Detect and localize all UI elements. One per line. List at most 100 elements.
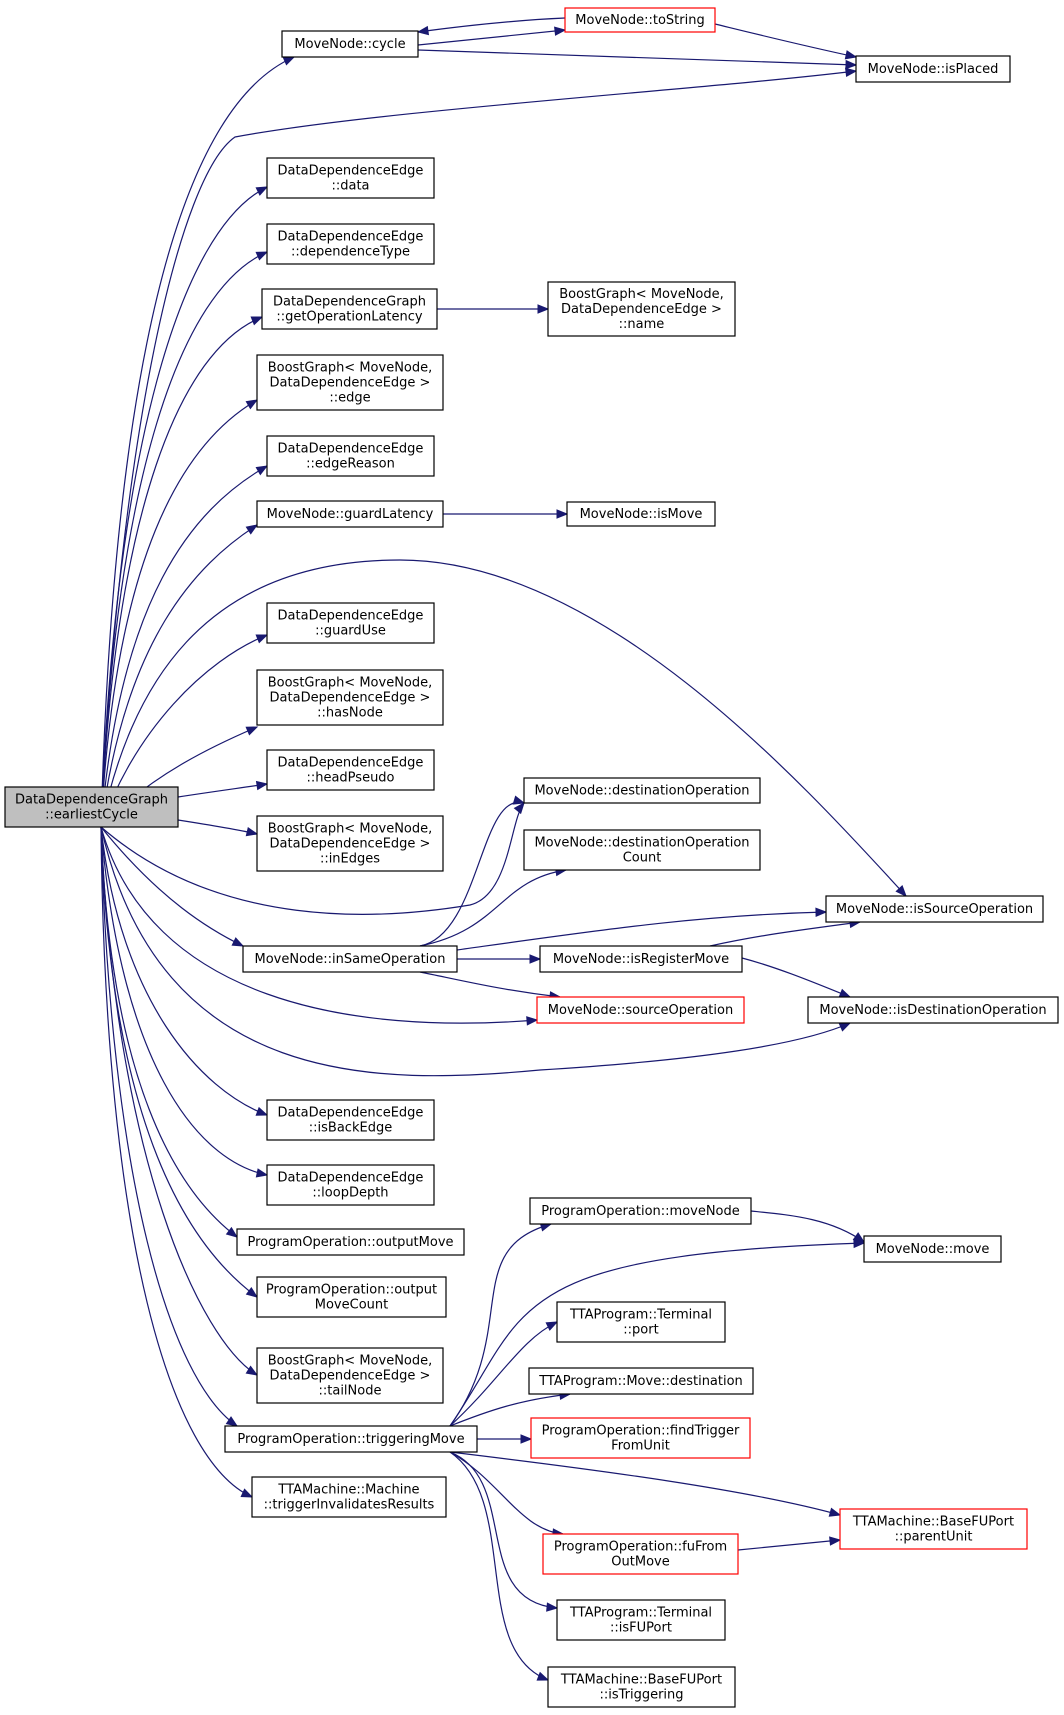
node-label: MoveNode::destinationOperation [534, 836, 749, 851]
node-box[interactable] [256, 500, 444, 528]
node-box[interactable] [547, 281, 736, 337]
node-box[interactable] [256, 1276, 447, 1318]
node-box[interactable] [242, 945, 458, 973]
node-box[interactable] [528, 1367, 754, 1395]
arrowhead [250, 316, 264, 326]
node-label: TTAMachine::Machine [277, 1483, 419, 1498]
node-trigInval[interactable]: TTAMachine::Machine::triggerInvalidatesR… [251, 1476, 447, 1518]
call-edge [449, 1223, 552, 1427]
node-box[interactable] [266, 1099, 435, 1141]
node-box[interactable] [547, 1666, 736, 1708]
node-box[interactable] [256, 815, 444, 872]
node-mnMove[interactable]: MoveNode::move [863, 1235, 1002, 1263]
node-hasNode[interactable]: BoostGraph< MoveNode,DataDependenceEdge … [256, 669, 444, 726]
node-box[interactable] [251, 1476, 447, 1518]
node-box[interactable] [523, 777, 761, 804]
node-box[interactable] [839, 1508, 1028, 1550]
arrowhead [240, 1488, 254, 1498]
node-box[interactable] [807, 996, 1059, 1024]
node-srcOp[interactable]: MoveNode::sourceOperation [536, 996, 745, 1024]
node-box[interactable] [529, 1197, 752, 1225]
node-box[interactable] [261, 288, 438, 330]
node-isTrig[interactable]: TTAMachine::BaseFUPort::isTriggering [547, 1666, 736, 1708]
node-box[interactable] [266, 602, 435, 644]
node-edgeReason[interactable]: DataDependenceEdge::edgeReason [266, 435, 435, 477]
node-label: MoveNode::destinationOperation [534, 784, 749, 799]
node-isRegMove[interactable]: MoveNode::isRegisterMove [539, 945, 743, 973]
node-box[interactable] [863, 1235, 1002, 1263]
node-box[interactable] [4, 786, 179, 828]
node-box[interactable] [523, 829, 761, 871]
node-box[interactable] [825, 895, 1044, 923]
node-box[interactable] [566, 501, 716, 527]
node-destOp[interactable]: MoveNode::destinationOperation [523, 777, 761, 804]
node-guardUse[interactable]: DataDependenceEdge::guardUse [266, 602, 435, 644]
node-box[interactable] [266, 223, 435, 265]
node-moveNode[interactable]: ProgramOperation::moveNode [529, 1197, 752, 1225]
node-label: BoostGraph< MoveNode, [559, 287, 724, 302]
node-depType[interactable]: DataDependenceEdge::dependenceType [266, 223, 435, 265]
node-box[interactable] [281, 30, 419, 58]
arrowhead [845, 59, 858, 70]
node-label: ::tailNode [319, 1384, 382, 1399]
node-data[interactable]: DataDependenceEdge::data [266, 157, 435, 199]
node-box[interactable] [266, 749, 435, 791]
node-tailNode[interactable]: BoostGraph< MoveNode,DataDependenceEdge … [256, 1347, 444, 1404]
node-box[interactable] [224, 1425, 478, 1453]
node-guardLatency[interactable]: MoveNode::guardLatency [256, 500, 444, 528]
node-trigMove[interactable]: ProgramOperation::triggeringMove [224, 1425, 478, 1453]
node-box[interactable] [266, 1164, 435, 1206]
node-box[interactable] [266, 157, 435, 199]
node-isMove[interactable]: MoveNode::isMove [566, 501, 716, 527]
node-label: MoveNode::sourceOperation [548, 1003, 733, 1018]
node-box[interactable] [536, 996, 745, 1024]
node-box[interactable] [256, 354, 444, 411]
arrowhead [245, 399, 259, 410]
node-label: ProgramOperation::outputMove [247, 1235, 453, 1250]
node-box[interactable] [256, 1347, 444, 1404]
node-isPlaced[interactable]: MoveNode::isPlaced [855, 55, 1011, 83]
node-headPseudo[interactable]: DataDependenceEdge::headPseudo [266, 749, 435, 791]
node-loopDepth[interactable]: DataDependenceEdge::loopDepth [266, 1164, 435, 1206]
node-label: MoveNode::isSourceOperation [836, 902, 1033, 917]
node-isDestOp[interactable]: MoveNode::isDestinationOperation [807, 996, 1059, 1024]
node-label: ::dependenceType [291, 245, 410, 260]
node-bgName[interactable]: BoostGraph< MoveNode,DataDependenceEdge … [547, 281, 736, 337]
node-label: ::headPseudo [306, 771, 394, 786]
node-termPort[interactable]: TTAProgram::Terminal::port [556, 1301, 726, 1343]
node-bgEdge[interactable]: BoostGraph< MoveNode,DataDependenceEdge … [256, 354, 444, 411]
node-isFUPort[interactable]: TTAProgram::Terminal::isFUPort [556, 1599, 726, 1641]
node-outputMove[interactable]: ProgramOperation::outputMove [236, 1228, 465, 1256]
node-box[interactable] [542, 1533, 739, 1575]
node-label: ::earliestCycle [45, 808, 138, 823]
node-box[interactable] [556, 1599, 726, 1641]
node-isBackEdge[interactable]: DataDependenceEdge::isBackEdge [266, 1099, 435, 1141]
node-box[interactable] [539, 945, 743, 973]
arrowhead [845, 67, 858, 77]
node-root[interactable]: DataDependenceGraph::earliestCycle [4, 786, 179, 828]
node-getOpLat[interactable]: DataDependenceGraph::getOperationLatency [261, 288, 438, 330]
node-moveDest[interactable]: TTAProgram::Move::destination [528, 1367, 754, 1395]
node-box[interactable] [256, 669, 444, 726]
node-box[interactable] [266, 435, 435, 477]
arrowhead [245, 524, 259, 535]
node-box[interactable] [556, 1301, 726, 1343]
arrowhead [828, 1507, 842, 1517]
node-parentUnit[interactable]: TTAMachine::BaseFUPort::parentUnit [839, 1508, 1028, 1550]
node-box[interactable] [855, 55, 1011, 83]
node-box[interactable] [530, 1417, 751, 1459]
node-cycle[interactable]: MoveNode::cycle [281, 30, 419, 58]
node-box[interactable] [564, 7, 716, 33]
node-label: ::isBackEdge [309, 1121, 392, 1136]
node-isSourceOp[interactable]: MoveNode::isSourceOperation [825, 895, 1044, 923]
node-box[interactable] [236, 1228, 465, 1256]
node-inSameOp[interactable]: MoveNode::inSameOperation [242, 945, 458, 973]
node-toString[interactable]: MoveNode::toString [564, 7, 716, 33]
call-edge [100, 56, 295, 828]
node-inEdges[interactable]: BoostGraph< MoveNode,DataDependenceEdge … [256, 815, 444, 872]
arrowhead [844, 50, 858, 60]
